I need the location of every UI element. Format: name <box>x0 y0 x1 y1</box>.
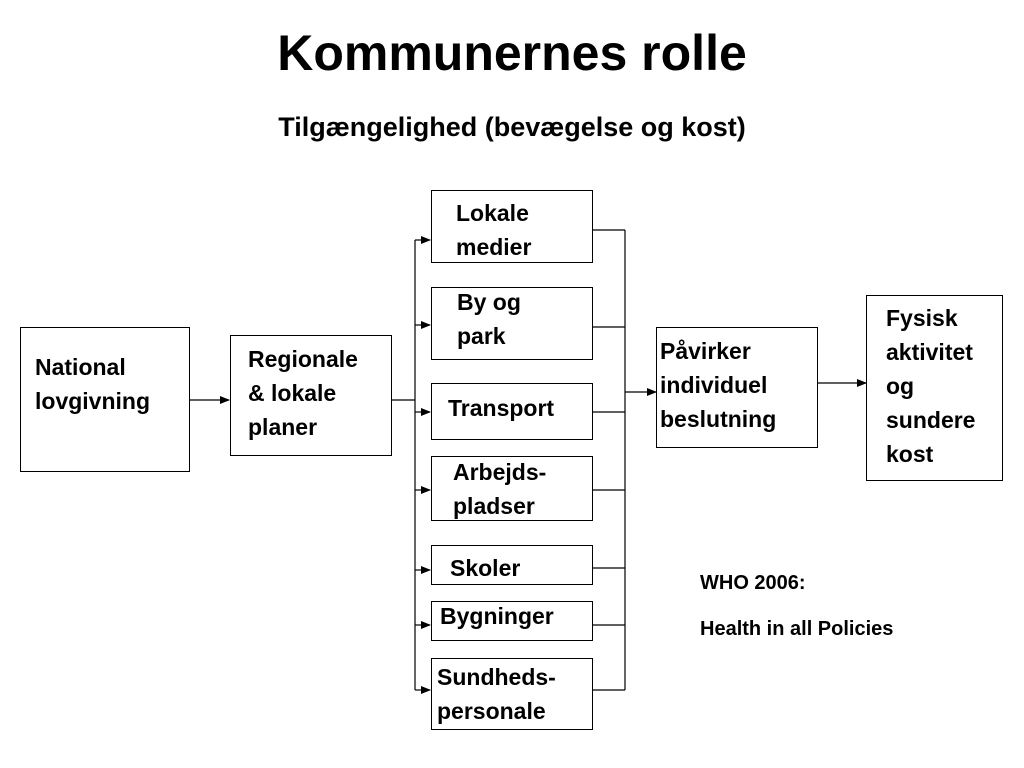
node-national-lovgivning <box>20 327 190 472</box>
node-paavirker <box>656 327 818 448</box>
node-fysisk-aktivitet-label: Fysisk aktivitet og sundere kost <box>886 305 976 467</box>
node-sundhedspersonale-label: Sundheds- personale <box>437 664 556 724</box>
node-by-og-park <box>431 287 593 360</box>
node-arbejdspladser <box>431 456 593 521</box>
node-skoler <box>431 545 593 585</box>
node-bygninger-label: Bygninger <box>440 603 554 629</box>
node-paavirker-label: Påvirker individuel beslutning <box>660 338 777 432</box>
page-subtitle: Tilgængelighed (bevægelse og kost) <box>278 112 746 142</box>
node-sundhedspersonale <box>431 658 593 730</box>
node-bygninger <box>431 601 593 641</box>
source-note-line2: Health in all Policies <box>700 618 894 640</box>
node-transport <box>431 383 593 440</box>
node-by-og-park-label: By og park <box>457 289 521 349</box>
node-regionale-planer-label: Regionale & lokale planer <box>248 346 358 440</box>
node-transport-label: Transport <box>448 395 555 421</box>
node-regionale-planer <box>230 335 392 456</box>
node-arbejdspladser-label: Arbejds- pladser <box>453 459 547 519</box>
node-lokale-medier-label: Lokale medier <box>456 200 532 260</box>
node-national-lovgivning-label: National lovgivning <box>35 354 150 414</box>
node-fysisk-aktivitet <box>866 295 1003 481</box>
node-lokale-medier <box>431 190 593 263</box>
source-note-line1: WHO 2006: <box>700 572 806 594</box>
node-skoler-label: Skoler <box>450 555 521 581</box>
page-title: Kommunernes rolle <box>277 25 747 81</box>
